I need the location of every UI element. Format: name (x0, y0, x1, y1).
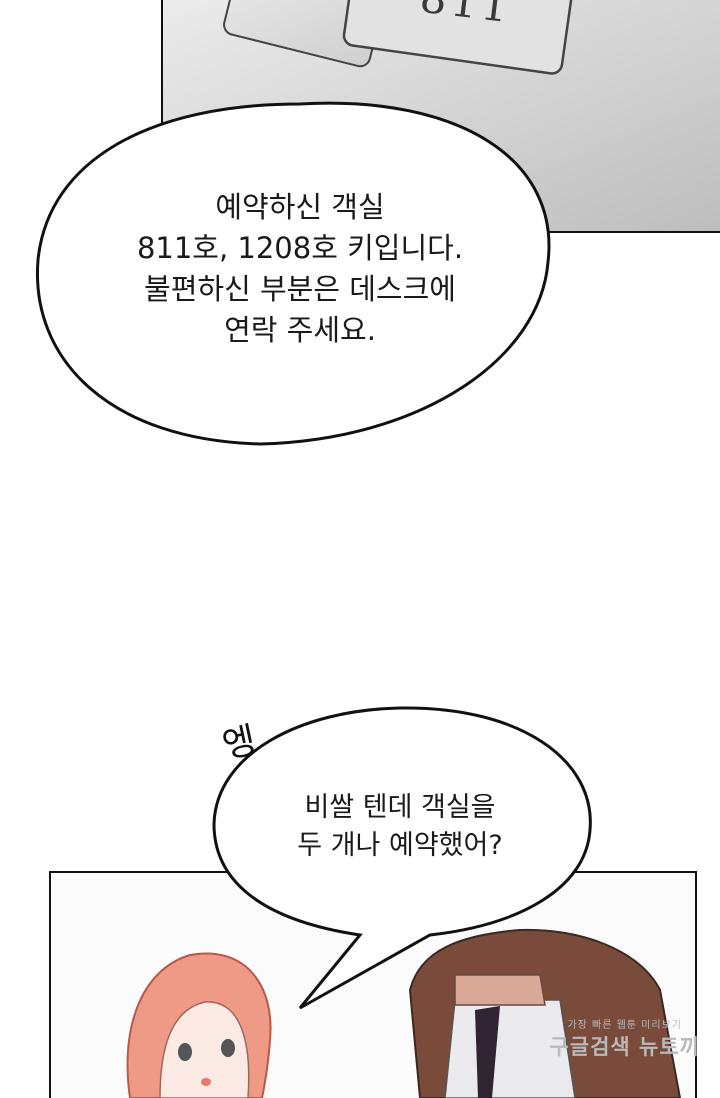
bubble2-text: 비쌀 텐데 객실을 두 개나 예약했어? (250, 794, 550, 870)
speech-bubble-1 (35, 101, 551, 446)
watermark: 가장 빠른 웹툰 미리보기 구글검색 뉴토끼 (549, 1016, 700, 1061)
watermark-line2: 구글검색 뉴토끼 (549, 1035, 700, 1059)
bubble1-text: 예약하신 객실 811호, 1208호 키입니다. 불편하신 부분은 데스크에 … (110, 193, 490, 357)
key-card-front (342, 0, 579, 75)
bubble1-line: 불편하신 부분은 데스크에 (144, 272, 456, 306)
bubble1-line: 예약하신 객실 (215, 190, 385, 224)
girl-character (126, 952, 272, 1098)
watermark-line1: 가장 빠른 웹툰 미리보기 (567, 1020, 682, 1031)
bubble2-line: 두 개나 예약했어? (297, 830, 503, 861)
bubble2-line: 비쌀 텐데 객실을 (304, 792, 496, 823)
man-character (408, 928, 682, 1098)
bubble1-line: 연락 주세요. (224, 313, 376, 347)
bubble1-line: 811호, 1208호 키입니다. (136, 231, 464, 265)
